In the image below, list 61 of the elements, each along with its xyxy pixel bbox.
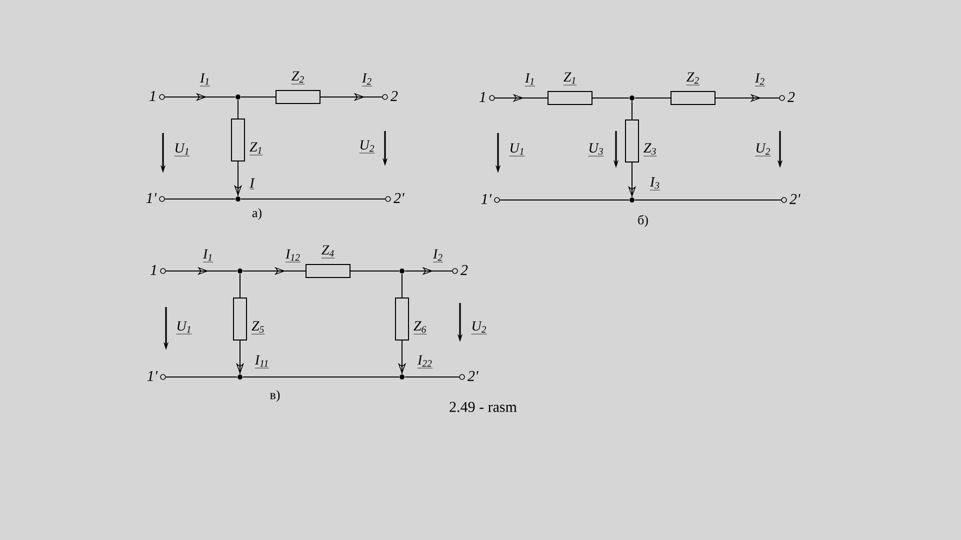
panel-label: а) [252,208,262,220]
resistor: Z$_{2}$ [670,72,716,105]
terminal: 2 [779,92,795,102]
terminal: 1 [150,265,166,275]
panel-label: в) [270,390,280,402]
voltage-label: U$_{1}$ [176,321,192,334]
voltage-label: U$_{1}$ [509,143,525,156]
node-label: Z$_{4}$ [322,245,334,257]
node-label: 2' [394,193,404,203]
figure-caption: 2.49 - rasm [450,402,517,412]
resistor: Z$_{1}$ [231,118,263,162]
wire [240,96,276,98]
node-label: 1 [150,265,156,275]
node-label: 1' [147,371,158,381]
node-label: 1 [150,91,155,101]
resistor: Z$_{5}$ [233,298,265,340]
node-label: 1 [480,92,485,102]
wire [165,376,238,378]
node-label: 1' [481,194,492,204]
voltage-label: U$_{2}$ [755,143,771,156]
terminal: 2' [459,371,478,381]
wire [242,376,400,378]
current-label: I [248,177,256,191]
wire [404,376,460,378]
voltage-label: U$_{2}$ [471,321,487,334]
node-label: 2 [788,92,795,102]
terminal: 1' [147,371,166,381]
current-label: I$_{22}$ [416,354,434,370]
voltage-label: U$_{3}$ [588,143,604,156]
node-label: 1' [146,193,157,203]
resistor: Z$_{4}$ [306,245,350,278]
node-label: Z$_{6}$ [414,321,426,333]
resistor: Z$_{2}$ [276,71,320,104]
terminal: 2 [382,91,398,101]
node-label: Z$_{1}$ [564,72,576,84]
terminal: 2' [385,193,404,203]
resistor: Z$_{1}$ [548,72,592,105]
current-label: I$_{12}$ [284,248,302,264]
wire [164,198,236,200]
wire [240,198,386,200]
node-label: 2' [468,371,478,381]
voltage-label: U$_{2}$ [359,140,375,154]
node-label: Z$_{2}$ [686,72,699,84]
node-label: 2' [790,194,800,204]
resistor: Z$_{3}$ [625,120,657,162]
terminal: 1' [146,193,165,203]
terminal: 1' [481,194,500,204]
terminal: 1 [480,92,495,102]
node-label: Z$_{3}$ [644,143,656,155]
voltage-label: U$_{1}$ [174,143,190,156]
terminal: 1 [150,91,165,101]
panel-label: б) [638,214,648,228]
node-label: 2 [390,91,398,101]
node-label: Z$_{5}$ [252,321,264,333]
resistor: Z$_{6}$ [395,298,427,340]
terminal: 2' [781,194,800,204]
node-label: 2 [460,265,468,275]
node-label: Z$_{2}$ [292,71,304,83]
wire [350,270,400,272]
node-label: Z$_{1}$ [250,142,262,154]
terminal: 2 [452,265,468,275]
